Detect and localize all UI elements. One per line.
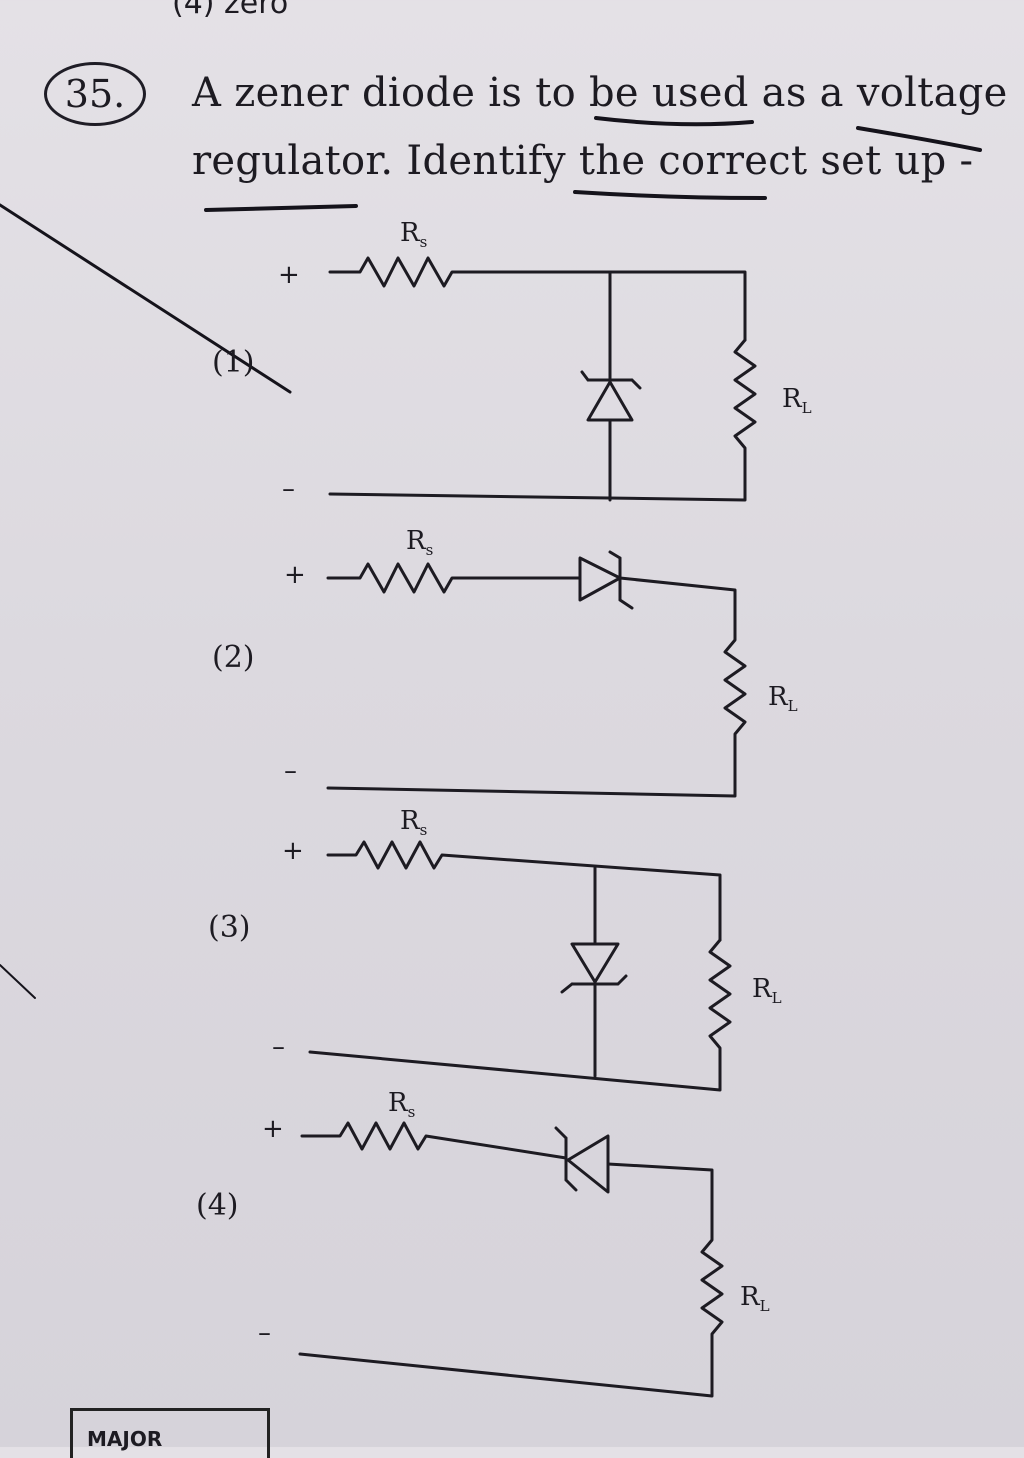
option-4-label: (4) <box>196 1188 239 1223</box>
option-1-label: (1) <box>212 345 255 380</box>
option-3-label: (3) <box>208 910 251 945</box>
option-1-rl-label: RL <box>782 384 812 418</box>
option-2-label: (2) <box>212 640 255 675</box>
option-3-rl-label: RL <box>752 974 782 1008</box>
option-2-minus: – <box>284 756 297 786</box>
circuit-option-4 <box>298 1121 724 1398</box>
option-4-minus: – <box>258 1318 271 1348</box>
option-4-rl-label: RL <box>740 1282 770 1316</box>
option-1-plus: + <box>278 260 300 290</box>
option-3-rs-label: Rs <box>400 806 428 840</box>
circuit-option-2 <box>326 550 747 798</box>
option-1-rs-label: Rs <box>400 218 428 252</box>
option-2-plus: + <box>284 560 306 590</box>
option-4-plus: + <box>262 1114 284 1144</box>
option-4-rs-label: Rs <box>388 1088 416 1122</box>
option-1-minus: – <box>282 474 295 504</box>
circuit-option-3 <box>308 840 732 1092</box>
question-number: 35. <box>44 62 146 126</box>
option-3-minus: – <box>272 1032 285 1062</box>
question-line-1: A zener diode is to be used as a voltage <box>192 70 1008 116</box>
option-2-rl-label: RL <box>768 682 798 716</box>
question-line-2: regulator. Identify the correct set up - <box>192 138 974 184</box>
option-2-rs-label: Rs <box>406 526 434 560</box>
previous-option-text: (4) zero <box>172 0 289 21</box>
footer-box: MAJOR <box>70 1408 270 1458</box>
pen-underlines <box>0 116 982 999</box>
circuit-option-1 <box>328 256 757 502</box>
option-3-plus: + <box>282 836 304 866</box>
